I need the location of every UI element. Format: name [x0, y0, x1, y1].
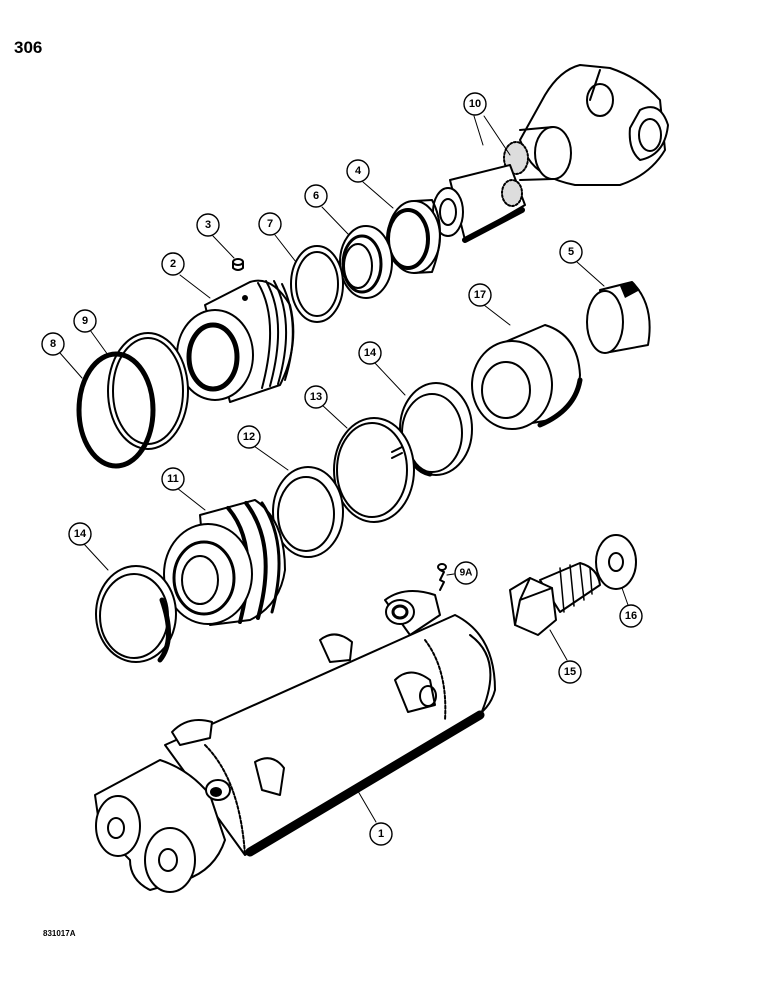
part-grease-fitting: [437, 563, 447, 591]
part-cylinder-barrel: [94, 590, 496, 893]
part-rod-end-clevis: [432, 64, 669, 243]
svg-text:7: 7: [267, 218, 273, 230]
svg-text:9: 9: [82, 315, 88, 327]
svg-text:17: 17: [474, 289, 486, 301]
svg-text:6: 6: [313, 190, 319, 202]
svg-text:4: 4: [355, 165, 362, 177]
callout-1: 1: [369, 822, 393, 846]
callout-5: 5: [559, 240, 583, 264]
svg-text:14: 14: [364, 347, 377, 359]
svg-text:15: 15: [564, 666, 576, 678]
leader-lines: [59, 115, 629, 823]
callout-15: 15: [558, 660, 582, 684]
part-cylinder-head: [176, 279, 295, 403]
svg-text:12: 12: [243, 431, 255, 443]
callout-8: 8: [41, 332, 65, 356]
callout-3: 3: [196, 213, 220, 237]
svg-text:11: 11: [167, 473, 179, 485]
svg-text:1: 1: [378, 828, 384, 840]
callout-2: 2: [161, 252, 185, 276]
callout-11: 11: [161, 467, 185, 491]
part-wiper-seal: [386, 199, 441, 274]
svg-text:3: 3: [205, 219, 211, 231]
callout-16: 16: [619, 604, 643, 628]
part-o-ring: [76, 351, 156, 469]
part-rod-seal: [339, 225, 393, 299]
svg-text:2: 2: [170, 258, 176, 270]
callout-12: 12: [237, 425, 261, 449]
svg-text:8: 8: [50, 338, 56, 350]
part-plug: [232, 258, 244, 271]
svg-text:10: 10: [469, 98, 481, 110]
callout-9: 9: [73, 309, 97, 333]
part-seal-ring-13: [333, 417, 415, 523]
page-number: 306: [14, 38, 43, 57]
part-stop-tube: [471, 324, 583, 430]
part-piston-ring-12: [272, 466, 344, 558]
svg-text:13: 13: [310, 391, 322, 403]
callout-7: 7: [258, 212, 282, 236]
figure-code: 831017A: [43, 929, 76, 938]
part-backup-ring-9: [107, 332, 189, 450]
part-piston: [163, 499, 286, 626]
callout-10: 10: [463, 92, 487, 116]
callout-6: 6: [304, 184, 328, 208]
part-wear-ring-lower: [95, 565, 177, 663]
callout-13: 13: [304, 385, 328, 409]
callout-14-lower: 14: [68, 522, 92, 546]
callout-14-upper: 14: [358, 341, 382, 365]
svg-text:16: 16: [625, 610, 637, 622]
part-washer: [595, 534, 637, 590]
svg-text:9A: 9A: [460, 568, 473, 579]
part-bushing: [586, 281, 651, 354]
part-backup-ring: [290, 245, 344, 323]
callout-9a: 9A: [454, 561, 478, 585]
svg-text:5: 5: [568, 246, 574, 258]
callout-4: 4: [346, 159, 370, 183]
svg-text:14: 14: [74, 528, 87, 540]
part-bolt: [509, 562, 601, 636]
callout-17: 17: [468, 283, 492, 307]
